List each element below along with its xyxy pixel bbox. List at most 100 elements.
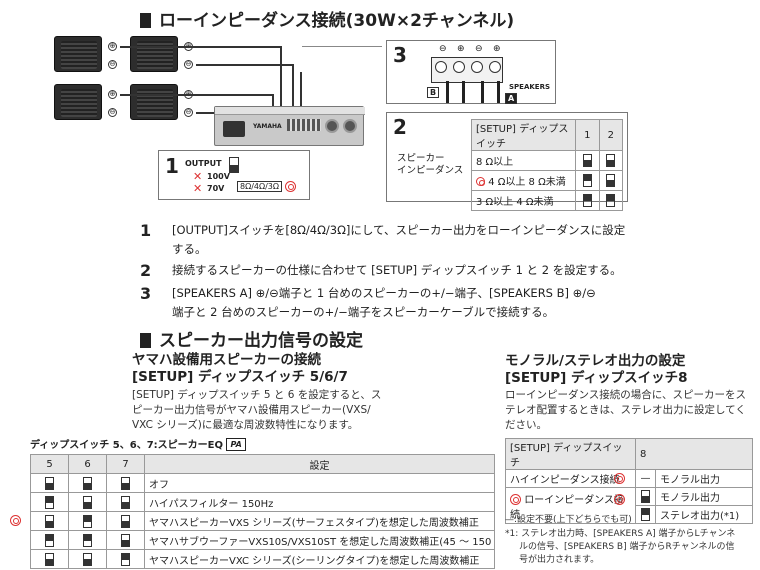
speakers-label: SPEAKERS	[509, 83, 551, 91]
section-title-low-impedance: ローインピーダンス接続(30W×2チャンネル)	[140, 6, 514, 31]
output-switch	[229, 157, 239, 173]
input-connector	[343, 119, 357, 133]
input-connector	[325, 119, 339, 133]
table-row: 8 Ω以上	[471, 150, 623, 171]
table-row: ヤマハスピーカーVXS シリーズ(サーフェスタイプ)を想定した周波数補正	[30, 511, 495, 531]
dip-switch-icon	[606, 174, 616, 187]
table-header: 7	[106, 454, 145, 474]
terminal-block	[287, 119, 321, 131]
speaker-cable	[300, 72, 302, 114]
minus-icon: ⊖	[108, 60, 117, 69]
speaker-cable	[272, 94, 274, 114]
speaker-cable	[196, 64, 292, 66]
speaker-top-left	[54, 36, 102, 72]
selected-circle-icon	[476, 177, 485, 186]
dip-switch-icon	[83, 514, 92, 528]
cable-wire	[497, 81, 500, 103]
table-header: 2	[598, 119, 623, 151]
step-text: 接続するスピーカーの仕様に合わせて [SETUP] ディップスイッチ 1 と 2…	[172, 263, 622, 277]
speaker-cable	[280, 46, 282, 112]
plus-icon: ⊕	[108, 42, 117, 51]
callout-1-output-switch: 1 OUTPUT ✕ 100V ✕ 70V 8Ω/4Ω/3Ω	[158, 150, 310, 200]
impedance-label: スピーカー インピーダンス	[397, 153, 464, 176]
step-1: 1 [OUTPUT]スイッチを[8Ω/4Ω/3Ω]にして、スピーカー出力をローイ…	[140, 221, 700, 259]
table-row: ハイインピーダンス接続 — モノラル出力	[505, 469, 753, 488]
step-text: [OUTPUT]スイッチを[8Ω/4Ω/3Ω]にして、スピーカー出力をローインピ…	[172, 223, 626, 237]
speaker-cable	[292, 64, 294, 112]
dip-switch-icon	[121, 476, 130, 490]
section-title-output-signal: スピーカー出力信号の設定	[140, 326, 363, 351]
power-inlet	[223, 121, 245, 137]
dip-switch-icon	[45, 495, 54, 509]
table-header: 設定	[144, 454, 495, 474]
speaker-eq-table: 5 6 7 設定 オフ ハイパスフィルター 150Hz ヤマハスピーカーVXS …	[30, 454, 495, 569]
terminal-sign: ⊕	[493, 44, 501, 54]
terminal-sign: ⊕	[457, 44, 465, 54]
dip-switch-icon	[83, 533, 92, 547]
yamaha-heading: ヤマハ設備用スピーカーの接続 [SETUP] ディップスイッチ 5/6/7	[132, 352, 348, 385]
step-2: 2 接続するスピーカーの仕様に合わせて [SETUP] ディップスイッチ 1 と…	[140, 261, 700, 280]
x-mark-icon: ✕	[193, 170, 203, 183]
dip-switch-icon	[83, 495, 92, 509]
dip-switch-icon	[121, 514, 130, 528]
mono-stereo-table: [SETUP] ディップスイッチ 8 ハイインピーダンス接続 — モノラル出力 …	[505, 438, 753, 524]
connection-diagram: ⊕ ⊖ ⊕ ⊖ ⊕ ⊖ ⊕ ⊖	[40, 32, 420, 207]
table-row: ステレオ出力(*1)	[506, 505, 753, 524]
speaker-top-right	[130, 36, 178, 72]
step-text: 端子と 2 台めのスピーカーの+/−端子をスピーカーケーブルで接続する。	[172, 305, 555, 319]
step-number: 3	[140, 284, 152, 303]
table-row: オフ	[30, 473, 495, 493]
minus-icon: ⊖	[184, 108, 193, 117]
dip-switch-icon	[121, 533, 130, 547]
eq-table-caption: ディップスイッチ 5、6、7:スピーカーEQ PA	[30, 436, 246, 451]
dip-switch-icon	[45, 533, 54, 547]
callout-2-setup-dip: 2 スピーカー インピーダンス [SETUP] ディップスイッチ 1 2 8 Ω…	[386, 112, 628, 211]
terminal-screw	[489, 61, 501, 73]
dip-switch-icon	[641, 490, 650, 503]
table-row: ヤマハサブウーファーVXS10S/VXS10ST を想定した周波数補正(45 ～…	[30, 530, 495, 550]
table-header: 1	[575, 119, 600, 151]
voltage-100v: 100V	[207, 172, 230, 181]
ohm-setting: 8Ω/4Ω/3Ω	[237, 181, 282, 192]
dip-switch-icon	[121, 552, 130, 566]
step-3: 3 [SPEAKERS A] ⊕/⊖端子と 1 台めのスピーカーの+/−端子、[…	[140, 284, 700, 322]
step-text: する。	[172, 242, 207, 256]
dip-switch-icon	[83, 476, 92, 490]
dip-switch-icon	[606, 194, 616, 207]
table-header: 5	[30, 454, 69, 474]
step-number: 1	[140, 221, 152, 240]
table-header: 6	[68, 454, 107, 474]
monostereo-heading: モノラル/ステレオ出力の設定 [SETUP] ディップスイッチ8	[505, 353, 688, 386]
minus-icon: ⊖	[184, 60, 193, 69]
dip-switch-icon	[606, 154, 616, 167]
terminal-screw	[453, 61, 465, 73]
table-row: ハイパスフィルター 150Hz	[30, 492, 495, 512]
monostereo-paragraph: ローインピーダンス接続の場合に、スピーカーをス テレオ配置するときは、ステレオ出…	[505, 389, 746, 431]
minus-icon: ⊖	[108, 108, 117, 117]
callout-number: 2	[393, 115, 407, 139]
dip-switch-icon	[582, 194, 592, 207]
table-header: [SETUP] ディップスイッチ	[471, 119, 576, 151]
cable-wire	[446, 81, 449, 103]
terminal-screw	[471, 61, 483, 73]
table-row: ローインピーダンス接続 モノラル出力	[505, 487, 753, 524]
selected-circle-icon	[285, 181, 296, 192]
note-dash: —:設定不要(上下どちらでも可)	[505, 515, 632, 525]
step-text: [SPEAKERS A] ⊕/⊖端子と 1 台めのスピーカーの+/−端子、[SP…	[172, 286, 596, 300]
selected-circle-icon	[10, 515, 21, 526]
plus-icon: ⊕	[108, 90, 117, 99]
amp-brand: YAMAHA	[253, 123, 282, 130]
note-1: *1: ステレオ出力時、[SPEAKERS A] 端子からLチャンネ ルの信号、…	[505, 529, 736, 565]
amplifier-unit: YAMAHA	[214, 106, 365, 146]
dip-switch-icon	[45, 552, 54, 566]
label-b: B	[427, 87, 440, 98]
speaker-cable	[120, 46, 280, 48]
callout-line	[302, 46, 382, 47]
cable-wire	[462, 81, 465, 103]
dip-switch-icon	[641, 508, 650, 521]
voltage-70v: 70V	[207, 184, 225, 193]
dip-switch-icon	[582, 154, 592, 167]
dip-switch-icon	[582, 174, 592, 187]
callout-number: 3	[393, 43, 407, 67]
selected-circle-icon	[614, 473, 625, 484]
